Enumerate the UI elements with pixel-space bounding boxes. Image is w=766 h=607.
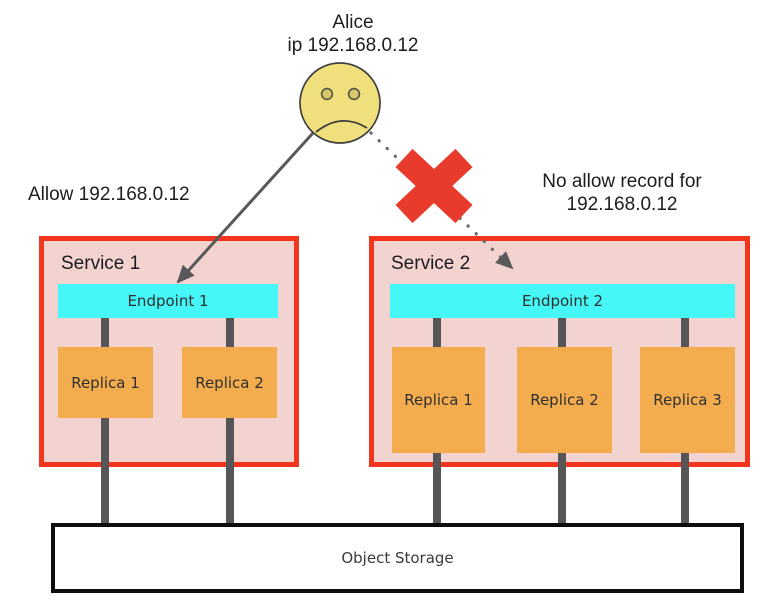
sad-face-icon: [299, 62, 381, 144]
deny-label-line2: 192.168.0.12: [566, 194, 678, 215]
service-1-title: Service 1: [61, 253, 141, 274]
connector-line: [226, 318, 234, 524]
endpoint-2-bar: Endpoint 2: [390, 284, 735, 318]
red-cross-icon: [395, 148, 473, 224]
service-1-replica-2: Replica 2: [182, 347, 277, 418]
alice-name: Alice: [332, 12, 374, 33]
service-2-replica-3: Replica 3: [640, 347, 735, 453]
endpoint-1-bar: Endpoint 1: [58, 284, 278, 318]
deny-label-line1: No allow record for: [542, 171, 702, 192]
service-2-replica-2: Replica 2: [517, 347, 612, 453]
connector-line: [101, 318, 109, 524]
allow-label: Allow 192.168.0.12: [28, 184, 190, 205]
object-storage-box: Object Storage: [51, 523, 744, 593]
service-2-title: Service 2: [391, 253, 471, 274]
service-2-replica-1: Replica 1: [392, 347, 485, 453]
service-1-replica-1: Replica 1: [58, 347, 153, 418]
alice-label: Alice ip 192.168.0.12: [253, 11, 453, 57]
alice-ip: ip 192.168.0.12: [287, 35, 419, 56]
deny-label: No allow record for 192.168.0.12: [517, 170, 727, 216]
